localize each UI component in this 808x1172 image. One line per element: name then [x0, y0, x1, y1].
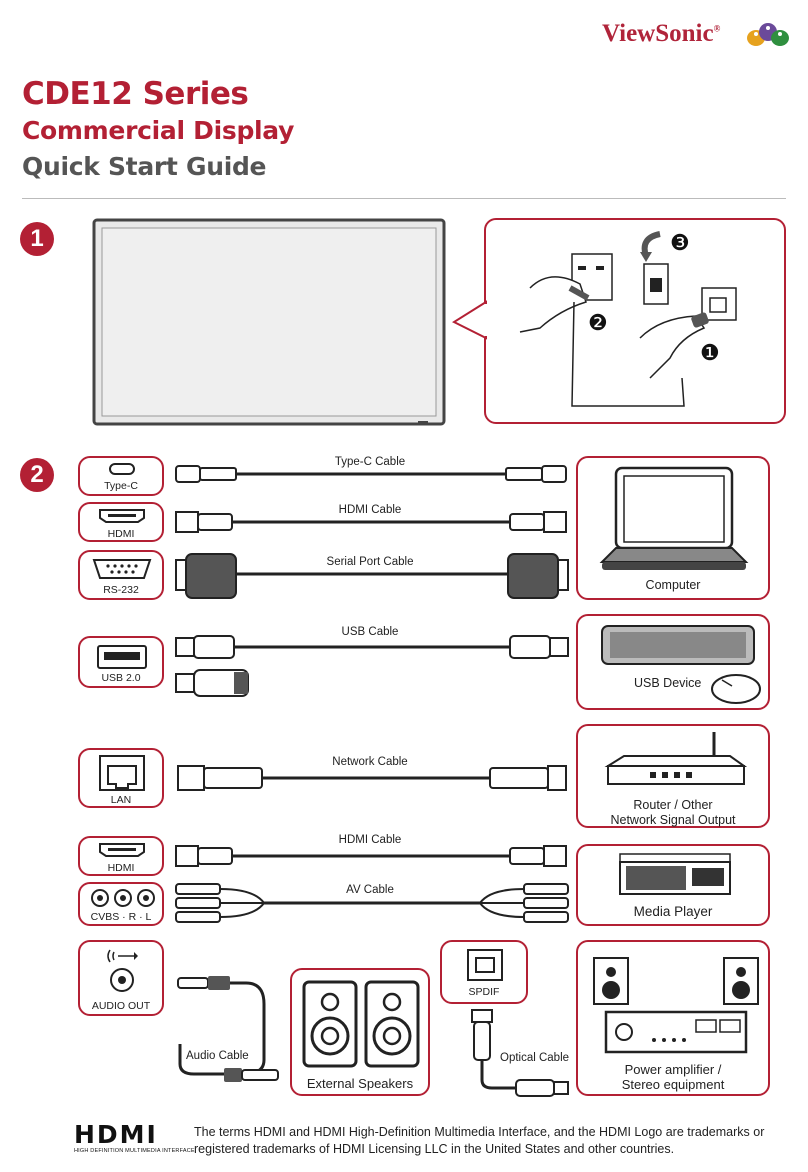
spdif-port-icon: [467, 949, 503, 981]
media-player-icon: [619, 853, 731, 895]
av-cable-label: AV Cable: [346, 884, 394, 896]
audio-cable-label: Audio Cable: [186, 1050, 249, 1062]
guide-title: Quick Start Guide: [22, 152, 267, 181]
device-speakers: External Speakers: [290, 968, 430, 1096]
hdmi-cable-label-2: HDMI Cable: [338, 834, 402, 846]
hdmi-cable-illustration-2: [175, 845, 567, 867]
usb-device-label: USB Device: [634, 676, 702, 690]
port-hdmi-1: HDMI: [78, 502, 164, 542]
typec-cable-label: Type-C Cable: [334, 456, 406, 468]
lan-port-label: LAN: [110, 794, 132, 806]
device-amplifier: Power amplifier / Stereo equipment: [576, 940, 770, 1096]
port-audio-out: AUDIO OUT: [78, 940, 164, 1016]
port-usb: USB 2.0: [78, 636, 164, 688]
rca-port-icon: [91, 889, 155, 907]
media-player-label: Media Player: [633, 904, 713, 919]
speakers-label: External Speakers: [306, 1076, 414, 1091]
serial-cable-label: Serial Port Cable: [326, 556, 414, 568]
hdmi-port-icon: [99, 509, 145, 523]
brand-mark: ®: [713, 23, 721, 34]
hdmi-port-label-1: HDMI: [107, 528, 135, 540]
power-plug-illustration: [519, 231, 737, 407]
usb-cable-illustration: [175, 635, 569, 697]
display-illustration: [92, 218, 446, 426]
hdmi-port-label-2: HDMI: [107, 862, 135, 874]
audio-out-port-label: AUDIO OUT: [91, 1000, 151, 1012]
port-hdmi-2: HDMI: [78, 836, 164, 876]
serial-cable-illustration: [175, 553, 569, 599]
hdmi-logo-subtitle: HIGH DEFINITION MULTIMEDIA INTERFACE: [74, 1148, 195, 1154]
brand-logo: ViewSonic®: [602, 20, 720, 48]
power-step-3-icon: ❸: [670, 230, 690, 255]
power-step-1-icon: ❶: [700, 340, 720, 365]
step-1-badge: 1: [20, 222, 54, 256]
mouse-icon: [711, 674, 761, 704]
audio-out-icon: [107, 949, 138, 992]
usb-cable-label: USB Cable: [341, 626, 399, 638]
rs232-port-label: RS-232: [103, 584, 139, 596]
optical-cable-label: Optical Cable: [500, 1052, 570, 1064]
power-step-2-icon: ❷: [588, 310, 608, 335]
hdmi-logo: HDMI: [74, 1120, 158, 1149]
amplifier-icon: [593, 957, 759, 1054]
birds-logo-icon: [747, 23, 789, 46]
callout-pointer: [452, 300, 488, 340]
computer-label: Computer: [645, 578, 701, 592]
trademark-line-2: registered trademarks of HDMI Licensing …: [194, 1142, 675, 1156]
series-title: CDE12 Series: [22, 76, 249, 112]
router-icon: [604, 732, 748, 785]
network-cable-illustration: [177, 765, 567, 791]
trademark-line-1: The terms HDMI and HDMI High-Definition …: [194, 1125, 765, 1139]
product-title: Commercial Display: [22, 116, 295, 145]
amplifier-label: Power amplifier / Stereo equipment: [621, 1062, 725, 1092]
serial-port-icon: [92, 559, 152, 579]
laptop-icon: [599, 466, 749, 570]
step-2-badge: 2: [20, 458, 54, 492]
device-media-player: Media Player: [576, 844, 770, 926]
network-cable-label: Network Cable: [332, 756, 408, 768]
port-rs232: RS-232: [78, 550, 164, 600]
hdmi-port-icon-2: [99, 843, 145, 857]
typec-port-icon: [109, 463, 135, 475]
usb-port-icon: [97, 645, 147, 669]
device-usb: USB Device: [576, 614, 770, 710]
port-lan: LAN: [78, 748, 164, 808]
hdmi-cable-label-1: HDMI Cable: [338, 504, 402, 516]
hdmi-cable-illustration-1: [175, 511, 567, 533]
spdif-port-label: SPDIF: [468, 986, 500, 998]
header-divider: [22, 198, 786, 199]
router-label: Router / Other Network Signal Output: [610, 798, 736, 827]
device-computer: Computer: [576, 456, 770, 600]
keyboard-icon: [601, 625, 755, 665]
typec-cable-illustration: [175, 465, 567, 483]
device-router: Router / Other Network Signal Output: [576, 724, 770, 828]
port-typec: Type-C: [78, 456, 164, 496]
usb-port-label: USB 2.0: [101, 672, 141, 684]
av-port-label: CVBS · R · L: [90, 911, 152, 923]
lan-port-icon: [99, 755, 145, 791]
port-spdif: SPDIF: [440, 940, 528, 1004]
av-cable-illustration: [175, 883, 569, 923]
brand-name: ViewSonic: [602, 20, 714, 47]
optical-cable-illustration: [471, 1009, 569, 1097]
typec-port-label: Type-C: [104, 480, 138, 492]
speakers-icon: [302, 980, 420, 1068]
port-av: CVBS · R · L: [78, 882, 164, 926]
audio-cable-illustration: [177, 976, 279, 1082]
